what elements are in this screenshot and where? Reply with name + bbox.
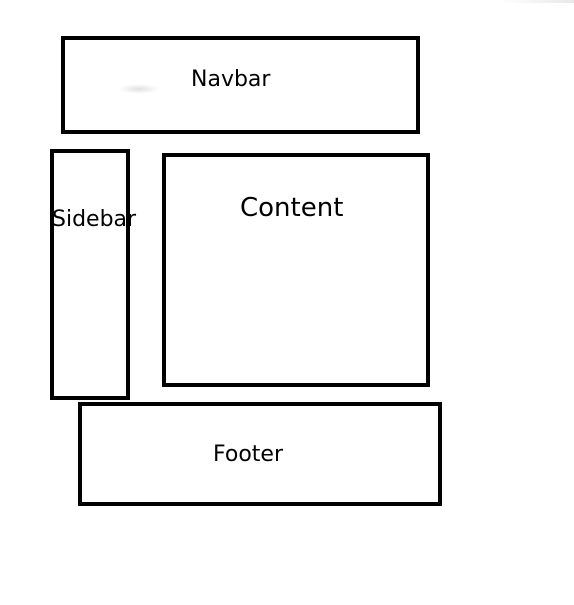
footer-label: Footer xyxy=(213,442,283,467)
content-label: Content xyxy=(240,193,344,223)
smudge-mark xyxy=(118,84,160,94)
sidebar-label: Sidebar xyxy=(52,207,137,232)
sidebar-box: Sidebar xyxy=(50,149,136,400)
navbar-box: Navbar xyxy=(61,36,420,134)
corner-artifact xyxy=(500,0,574,3)
content-box: Content xyxy=(162,153,430,387)
footer-box: Footer xyxy=(78,402,442,506)
navbar-label: Navbar xyxy=(191,67,271,92)
